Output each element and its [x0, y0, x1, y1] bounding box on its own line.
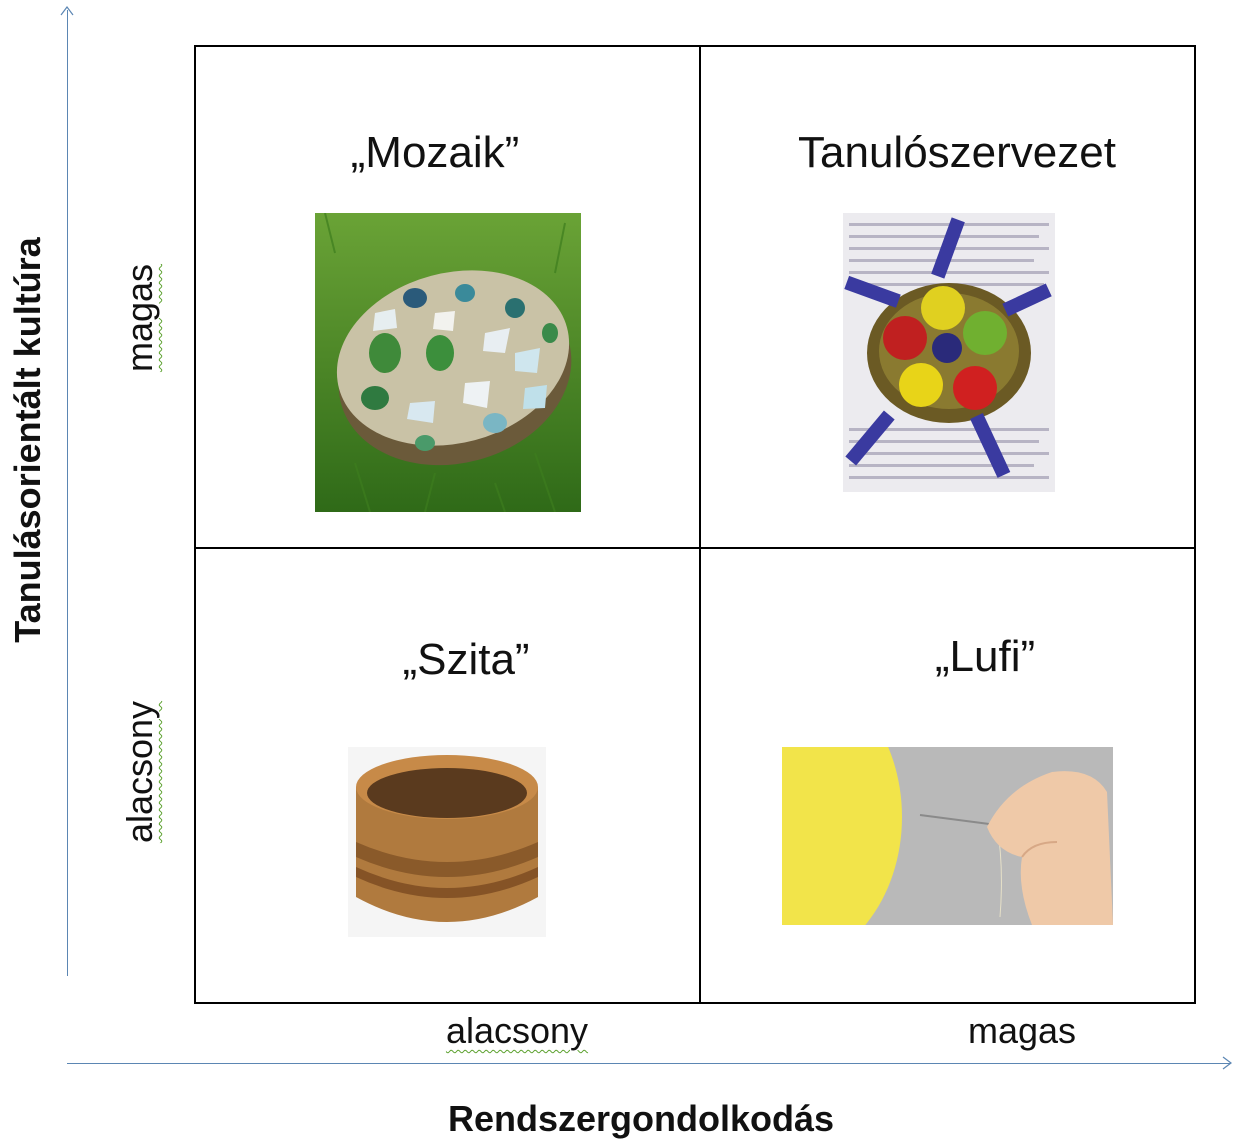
x-tick-low: alacsony: [445, 1010, 589, 1051]
y-tick-high: magas: [119, 263, 160, 373]
y-axis-line: [67, 10, 68, 976]
balloon-image: [782, 747, 1113, 925]
y-tick-low: alacsony: [119, 700, 160, 844]
mosaic-image: [315, 213, 581, 512]
quadrant-title-bottom-left: „Szita”: [402, 635, 530, 684]
x-axis-arrow-icon: [1222, 1056, 1232, 1070]
x-tick-high: magas: [967, 1010, 1077, 1051]
quadrant-title-bottom-right: „Lufi”: [934, 632, 1036, 681]
quadrant-grid: [194, 45, 1196, 1004]
quadrant-title-top-right: Tanulószervezet: [798, 128, 1116, 177]
grid-horizontal-divider: [194, 547, 1196, 549]
book-cover-image: [843, 213, 1055, 492]
y-axis-title: Tanulásorientált kultúra: [7, 237, 48, 643]
y-axis-arrow-icon: [60, 6, 74, 16]
quadrant-title-top-left: „Mozaik”: [350, 128, 520, 177]
x-axis-title: Rendszergondolkodás: [447, 1098, 835, 1139]
grid-vertical-divider: [699, 45, 701, 1004]
sieve-image: [348, 747, 546, 937]
x-axis-line: [67, 1063, 1230, 1064]
